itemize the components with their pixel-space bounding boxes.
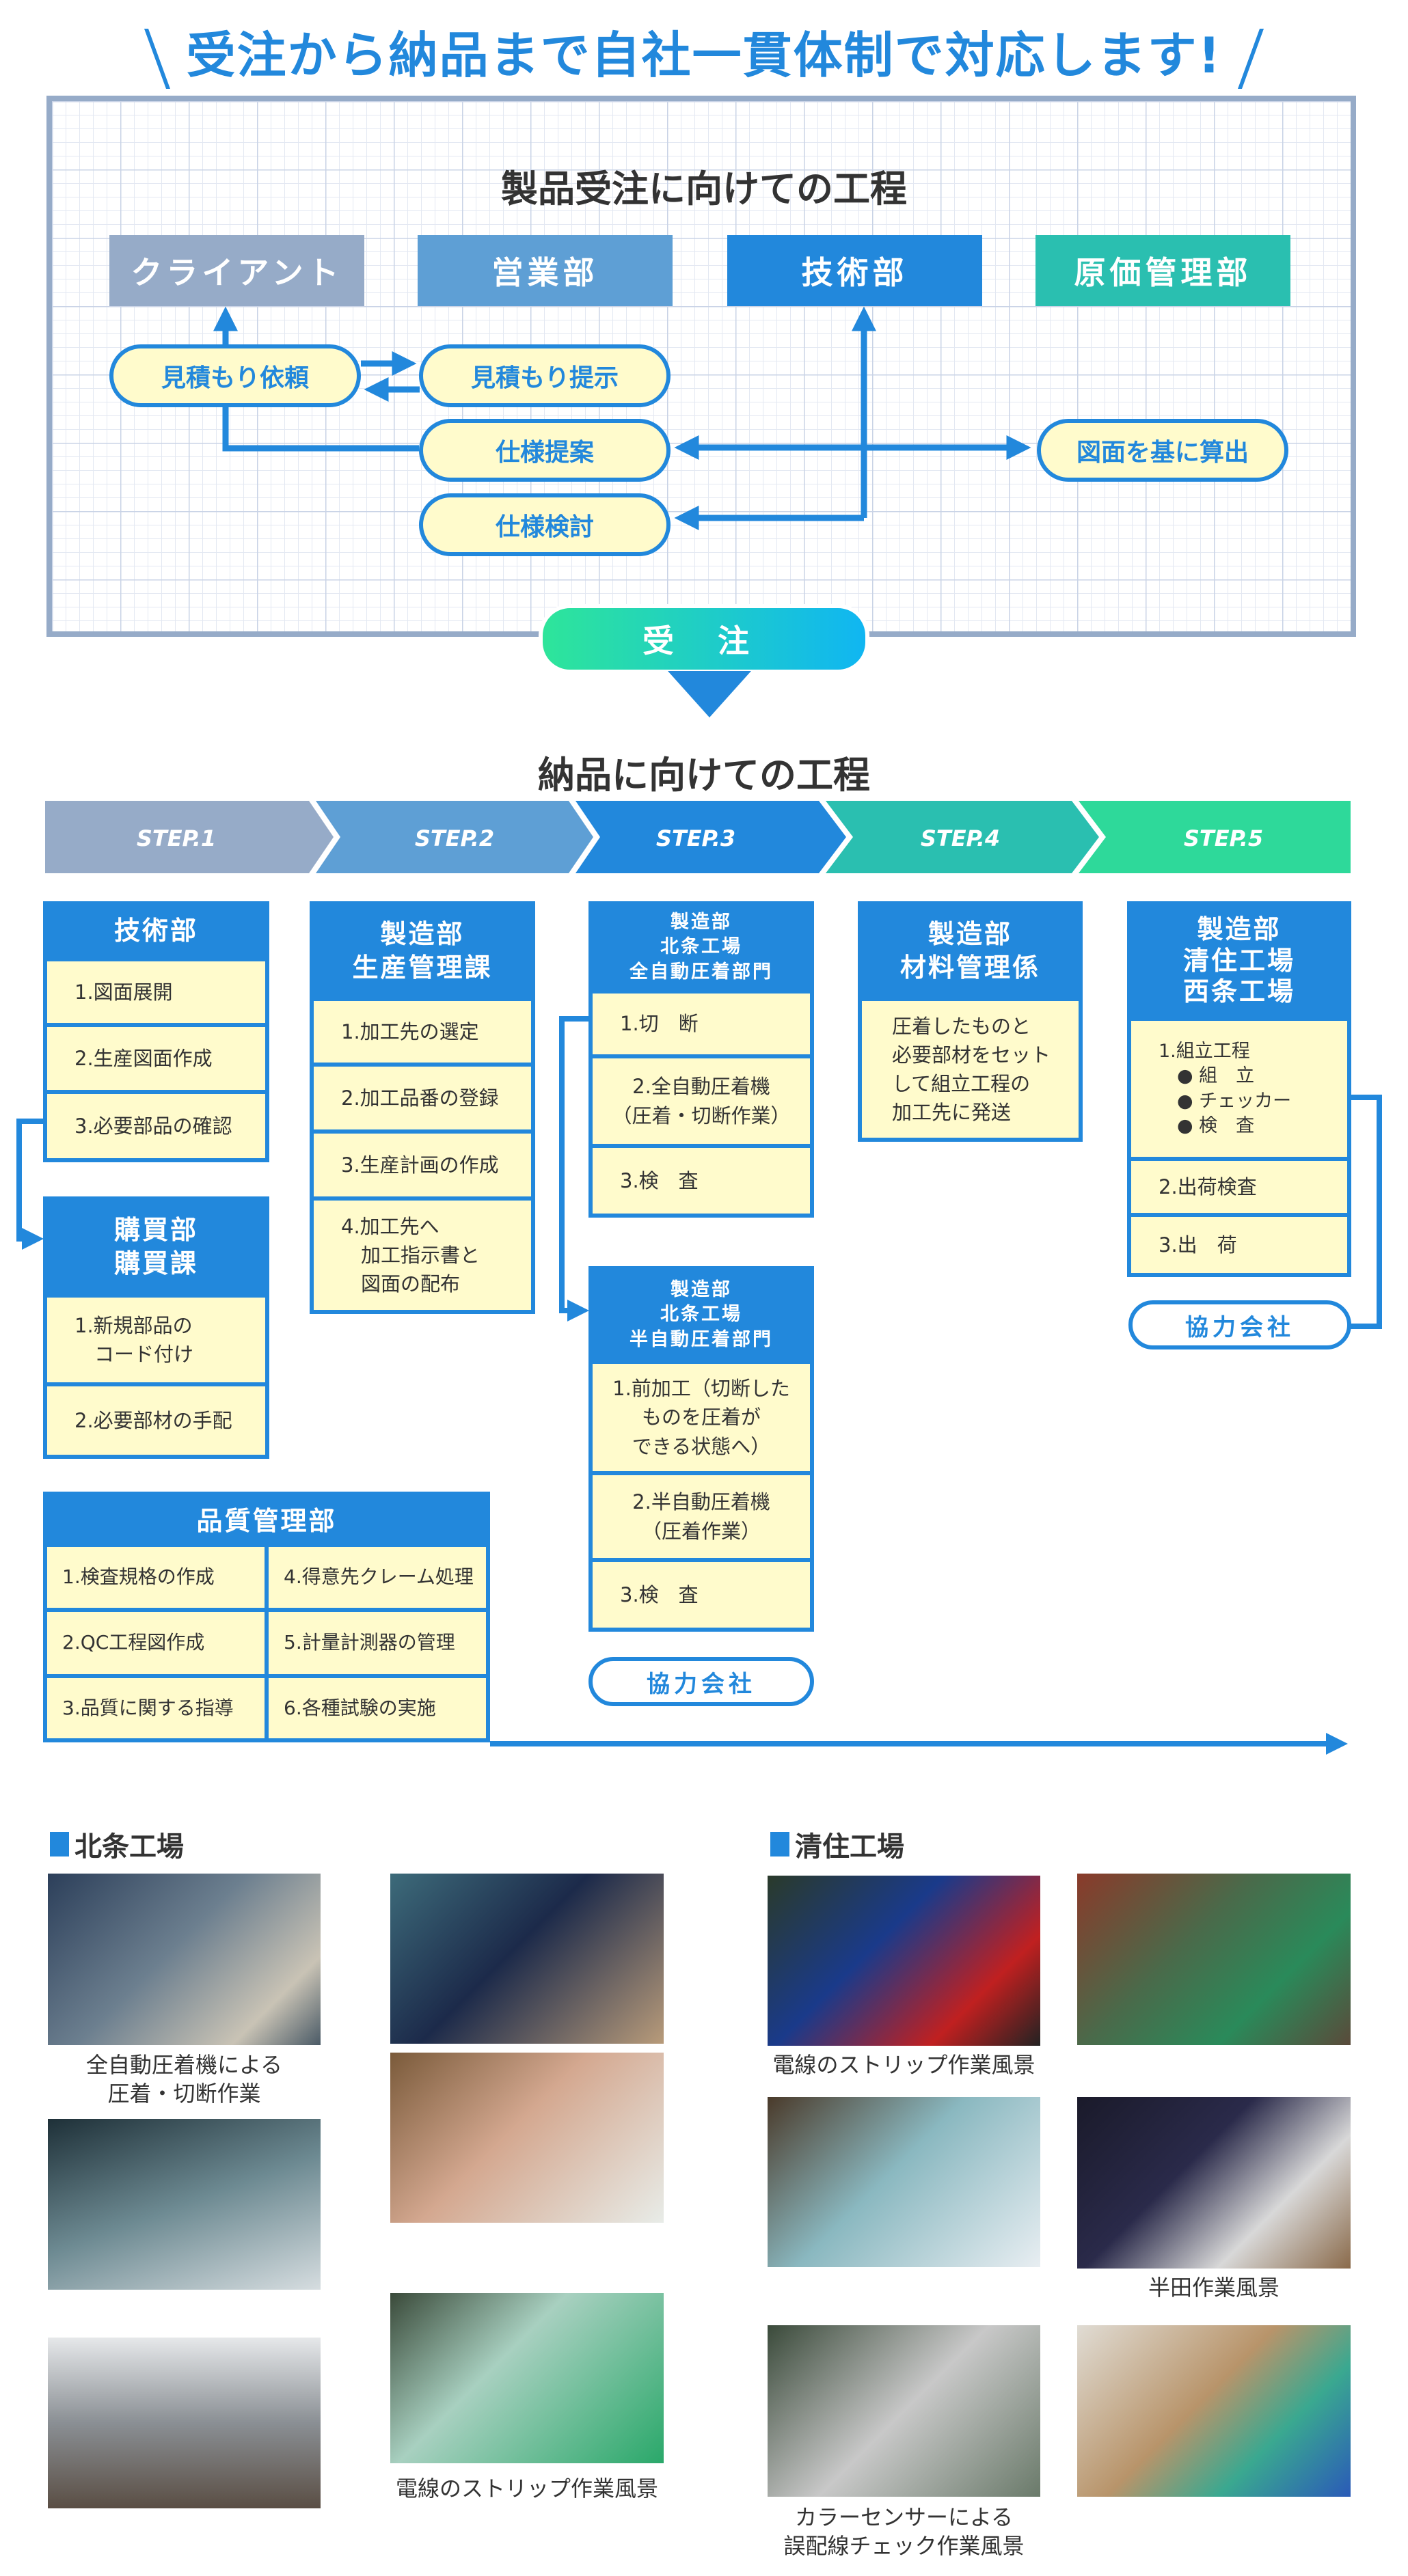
step-4-chevron — [826, 801, 1099, 873]
step-1-label: STEP.1 — [137, 825, 216, 851]
dept-engineering: 技術部 — [727, 235, 982, 306]
task-item: 3.検 査 — [593, 1562, 810, 1628]
box-semi-auto-crimp: 製造部 北条工場 半自動圧着部門 1.前加工（切断した ものを圧着が できる状態… — [588, 1266, 814, 1632]
task-item: 3.検 査 — [593, 1148, 810, 1214]
photo-hojo-workbench — [48, 2119, 321, 2290]
task-item: 2.QC工程図作成 — [47, 1612, 265, 1674]
photo-auto-crimp-machine — [48, 1874, 321, 2045]
task-item: 1.前加工（切断した ものを圧着が できる状態へ） — [593, 1364, 810, 1471]
dept-cost-management: 原価管理部 — [1035, 235, 1290, 306]
square-bullet-icon — [50, 1832, 69, 1856]
task-item: 3.品質に関する指導 — [47, 1678, 265, 1738]
step-estimate-presentation: 見積もり提示 — [419, 344, 671, 407]
photo-caption: 電線のストリップ作業風景 — [772, 2052, 1035, 2078]
box-header: 購買部 購買課 — [113, 1214, 198, 1278]
task-item: 2.出荷検査 — [1131, 1161, 1347, 1213]
box-header: 品質管理部 — [196, 1505, 337, 1536]
box-header: 製造部 北条工場 全自動圧着部門 — [629, 911, 773, 983]
step-1-chevron — [45, 801, 334, 873]
step-3-chevron — [576, 801, 846, 873]
step-estimate-request: 見積もり依頼 — [109, 344, 361, 407]
step-3-label: STEP.3 — [656, 825, 735, 851]
task-item: 3.生産計画の作成 — [314, 1134, 531, 1196]
dept-client: クライアント — [109, 235, 364, 306]
step-4-label: STEP.4 — [921, 825, 1000, 851]
task-item: 4.得意先クレーム処理 — [269, 1547, 486, 1608]
task-item: 6.各種試験の実施 — [269, 1678, 486, 1738]
photo-hojo-wire-hands — [390, 2053, 664, 2223]
step-2-label: STEP.2 — [415, 825, 494, 851]
task-item: 2.半自動圧着機 （圧着作業） — [593, 1475, 810, 1558]
step-2-chevron — [316, 801, 593, 873]
square-bullet-icon — [770, 1832, 789, 1856]
photo-kiyozumi-wiring — [1077, 1874, 1351, 2045]
box-header: 技術部 — [113, 916, 198, 946]
section-hojo-factory: 北条工場 — [50, 1824, 184, 1864]
connector-tech-to-purchase — [16, 1119, 62, 1250]
photo-caption: 全自動圧着機による 圧着・切断作業 — [85, 2052, 283, 2107]
photo-caption: カラーセンサーによる 誤配線チェック作業風景 — [783, 2504, 1025, 2559]
down-triangle-icon — [668, 671, 751, 717]
task-item: 1.切 断 — [593, 994, 810, 1054]
task-item: 1.組立工程 ● 組 立 ● チェッカー ● 検 査 — [1131, 1021, 1347, 1157]
connector-cut-to-semi — [559, 1016, 608, 1321]
box-production-control: 製造部 生産管理課 1.加工先の選定 2.加工品番の登録 3.生産計画の作成 4… — [310, 901, 535, 1314]
photo-hojo-floor — [48, 2338, 321, 2508]
task-item: 3.出 荷 — [1131, 1217, 1347, 1273]
delivery-flow-title: 納品に向けての工程 — [538, 754, 870, 797]
photo-hojo-worker — [390, 1874, 664, 2044]
partner-company-badge: 協力会社 — [588, 1657, 814, 1706]
task-item: 2.加工品番の登録 — [314, 1067, 531, 1129]
section-title: 清住工場 — [795, 1831, 904, 1863]
headline-text: 受注から納品まで自社一貫体制で対応します! — [186, 27, 1222, 84]
box-auto-crimp: 製造部 北条工場 全自動圧着部門 1.切 断 2.全自動圧着機 （圧着・切断作業… — [588, 901, 814, 1218]
task-item: 1.図面展開 — [47, 961, 265, 1023]
order-flow-title: 製品受注に向けての工程 — [501, 167, 907, 210]
photo-kiyozumi-magnifier — [768, 2097, 1040, 2267]
photo-kiyozumi-soldering — [1077, 2097, 1351, 2269]
task-item: 5.計量計測器の管理 — [269, 1612, 486, 1674]
step-cost-calculation: 図面を基に算出 — [1037, 419, 1288, 482]
delivery-connectors — [16, 1016, 1382, 1755]
box-header: 製造部 材料管理係 — [899, 918, 1040, 983]
task-item: 2.全自動圧着機 （圧着・切断作業） — [593, 1058, 810, 1144]
photo-kiyozumi-strip — [768, 1876, 1040, 2046]
photo-caption: 電線のストリップ作業風景 — [395, 2476, 658, 2502]
box-material-control: 製造部 材料管理係 圧着したものと 必要部材をセット して組立工程の 加工先に発… — [858, 901, 1083, 1142]
task-item: 3.必要部品の確認 — [47, 1094, 265, 1158]
box-engineering: 技術部 1.図面展開 2.生産図面作成 3.必要部品の確認 — [43, 901, 269, 1162]
task-item: 1.加工先の選定 — [314, 1001, 531, 1063]
line-request-to-spec — [222, 407, 419, 452]
order-received-badge: 受 注 — [539, 604, 869, 674]
box-quality-control: 品質管理部 1.検査規格の作成 4.得意先クレーム処理 2.QC工程図作成 5.… — [43, 1492, 490, 1742]
box-purchasing: 購買部 購買課 1.新規部品の コード付け 2.必要部材の手配 — [43, 1196, 269, 1459]
step-5-chevron — [1079, 801, 1351, 873]
photo-caption: 半田作業風景 — [1148, 2275, 1280, 2301]
box-header: 製造部 北条工場 半自動圧着部門 — [629, 1278, 773, 1350]
step-bar: STEP.1 STEP.2 STEP.3 STEP.4 STEP.5 — [45, 801, 1351, 873]
box-assembly: 製造部 清住工場 西条工場 1.組立工程 ● 組 立 ● チェッカー ● 検 査… — [1127, 901, 1351, 1277]
partner-company-badge: 協力会社 — [1128, 1300, 1351, 1349]
section-title: 北条工場 — [75, 1831, 184, 1863]
task-body: 圧着したものと 必要部材をセット して組立工程の 加工先に発送 — [862, 1001, 1079, 1138]
photo-kiyozumi-floor — [1077, 2325, 1351, 2497]
task-item: 1.新規部品の コード付け — [47, 1298, 265, 1382]
order-flow-arrows — [213, 306, 1031, 530]
step-5-label: STEP.5 — [1184, 825, 1263, 851]
task-item: 4.加工先へ 加工指示書と 図面の配布 — [314, 1201, 531, 1310]
photo-hojo-wire-strip — [390, 2293, 664, 2463]
page-headline: 受注から納品まで自社一貫体制で対応します! — [0, 15, 1408, 90]
task-item: 2.生産図面作成 — [47, 1027, 265, 1090]
box-header: 製造部 清住工場 西条工場 — [1182, 914, 1295, 1007]
connector-assembly-to-partner — [1332, 1095, 1382, 1329]
step-spec-review: 仕様検討 — [419, 493, 671, 556]
step-spec-proposal: 仕様提案 — [419, 419, 671, 482]
box-header: 製造部 生産管理課 — [352, 918, 493, 983]
task-item: 1.検査規格の作成 — [47, 1547, 265, 1608]
section-kiyozumi-factory: 清住工場 — [770, 1824, 904, 1864]
task-item: 2.必要部材の手配 — [47, 1386, 265, 1455]
dept-sales: 営業部 — [418, 235, 673, 306]
photo-kiyozumi-color-sensor — [768, 2325, 1040, 2497]
